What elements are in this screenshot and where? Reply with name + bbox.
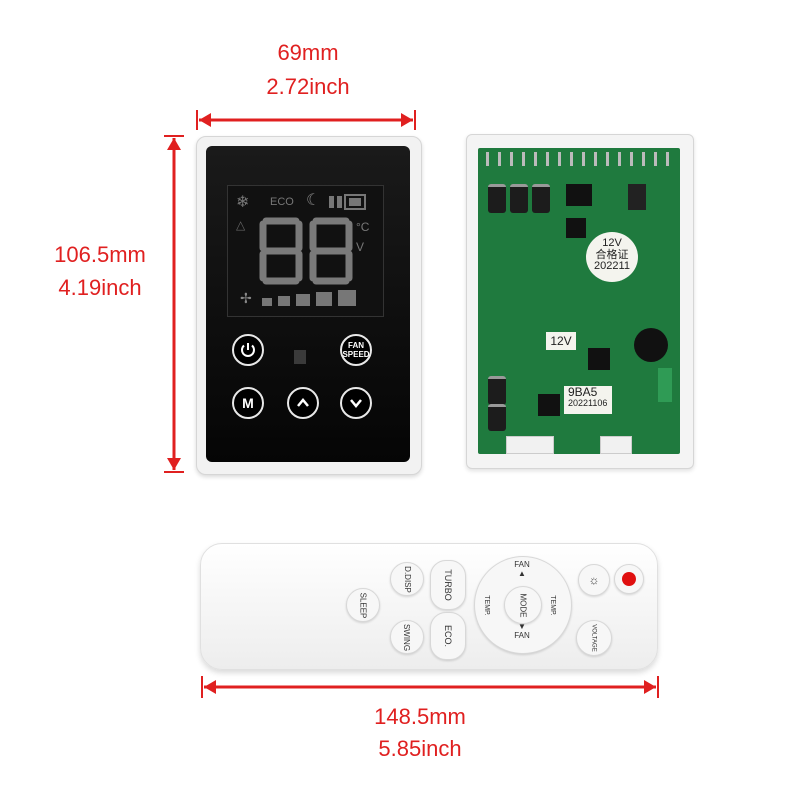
- light-button[interactable]: ☼: [578, 564, 610, 596]
- power-icon: [622, 572, 636, 586]
- lcd-display: ❄ ECO ☾ △ °C V ✢: [227, 185, 384, 317]
- remote-width-arrow: [201, 676, 659, 698]
- temp-left-label: TEMP.: [482, 594, 490, 616]
- turbo-button[interactable]: TURBO: [430, 560, 466, 610]
- ic-chip: [538, 394, 560, 416]
- panel-width-inch: 2.72inch: [266, 74, 350, 99]
- voltage-sticker-label: 12V: [550, 334, 572, 348]
- mode-button-label: M: [242, 395, 254, 411]
- sleep-label: SLEEP: [358, 592, 368, 618]
- capacitor: [510, 184, 528, 213]
- mode-button[interactable]: M: [232, 387, 264, 419]
- temp-down-button[interactable]: [340, 387, 372, 419]
- dpad-fan-down[interactable]: ▼ FAN: [506, 622, 538, 646]
- sticker-cert: 合格证: [595, 248, 629, 261]
- snowflake-icon: ❄: [236, 194, 250, 211]
- lamp-icon: ☼: [588, 573, 600, 587]
- warning-icon: △: [236, 218, 246, 232]
- capacitor: [488, 376, 506, 405]
- power-icon: [241, 343, 255, 357]
- eco-label: ECO.: [442, 624, 453, 648]
- fan-up-label: FAN: [514, 560, 530, 569]
- sleep-button[interactable]: SLEEP: [346, 588, 380, 622]
- pcb-header-pins: [486, 152, 672, 166]
- remote-width-mm: 148.5mm: [374, 704, 466, 729]
- fan-speed-bars: [262, 290, 372, 308]
- panel-height-mm: 106.5mm: [54, 242, 146, 267]
- fan-speed-label-2: SPEED: [342, 350, 370, 359]
- lcd-unit-c: °C: [356, 220, 370, 234]
- connector: [506, 436, 554, 454]
- lcd-eco-label: ECO: [270, 196, 294, 208]
- power-button[interactable]: [232, 334, 264, 366]
- ic-chip: [566, 218, 586, 238]
- fan-down-label: FAN: [514, 631, 530, 640]
- capacitor: [488, 404, 506, 431]
- dpad-temp-right[interactable]: TEMP.: [542, 590, 568, 620]
- chevron-up-icon: ▲: [518, 569, 526, 578]
- certificate-sticker: 12V 合格证 202211: [586, 232, 638, 282]
- lcd-unit-v: V: [356, 240, 365, 254]
- model-date: 20221106: [568, 397, 608, 408]
- lcd-digits: [259, 217, 353, 285]
- chevron-up-icon: [297, 398, 309, 407]
- remote-width-inch: 5.85inch: [378, 736, 462, 761]
- d-disp-label: D.DISP: [402, 565, 412, 593]
- capacitor: [488, 184, 506, 213]
- capacitor: [532, 184, 550, 213]
- dpad-fan-up[interactable]: FAN ▲: [506, 560, 538, 584]
- ic-chip: [566, 184, 592, 206]
- swing-button[interactable]: SWING: [390, 620, 424, 654]
- ic-chip: [588, 348, 610, 370]
- fan-speed-button[interactable]: FAN SPEED: [340, 334, 372, 366]
- voltage-button[interactable]: VOLTAGE: [576, 620, 612, 656]
- ic-chip: [628, 184, 646, 210]
- panel-height-inch: 4.19inch: [58, 275, 142, 300]
- temp-right-label: TEMP.: [548, 594, 556, 616]
- panel-height-arrow: [164, 135, 184, 473]
- battery-icon: [329, 194, 366, 210]
- terminal-block: [658, 368, 672, 402]
- temp-up-button[interactable]: [287, 387, 319, 419]
- chevron-down-icon: ▼: [518, 622, 526, 631]
- voltage-sticker: 12V: [546, 332, 576, 350]
- d-disp-button[interactable]: D.DISP: [390, 562, 424, 596]
- model-label: 9BA5: [568, 385, 598, 399]
- panel-width-mm: 69mm: [277, 40, 339, 65]
- moon-icon: ☾: [306, 192, 321, 209]
- pcb-board: 12V 合格证 202211 12V 9BA5 20221106: [478, 148, 680, 454]
- model-sticker: 9BA5 20221106: [564, 386, 612, 414]
- sticker-date: 202211: [594, 260, 630, 273]
- mode-remote-label: MODE: [518, 593, 528, 617]
- dpad-temp-left[interactable]: TEMP.: [476, 590, 502, 620]
- mode-button-remote[interactable]: MODE: [504, 586, 542, 624]
- fan-icon: ✢: [240, 290, 252, 306]
- eco-button[interactable]: ECO.: [430, 612, 466, 660]
- fan-speed-label-1: FAN: [348, 341, 364, 350]
- panel-width-arrow: [196, 110, 416, 130]
- chevron-down-icon: [350, 399, 362, 408]
- remote-power-button[interactable]: [614, 564, 644, 594]
- buzzer: [634, 328, 668, 362]
- connector: [600, 436, 632, 454]
- panel-indicator-light: [294, 350, 306, 364]
- swing-label: SWING: [402, 623, 412, 651]
- voltage-label: VOLTAGE: [590, 624, 597, 652]
- turbo-label: TURBO: [443, 569, 453, 601]
- sticker-12v: 12V: [602, 237, 622, 249]
